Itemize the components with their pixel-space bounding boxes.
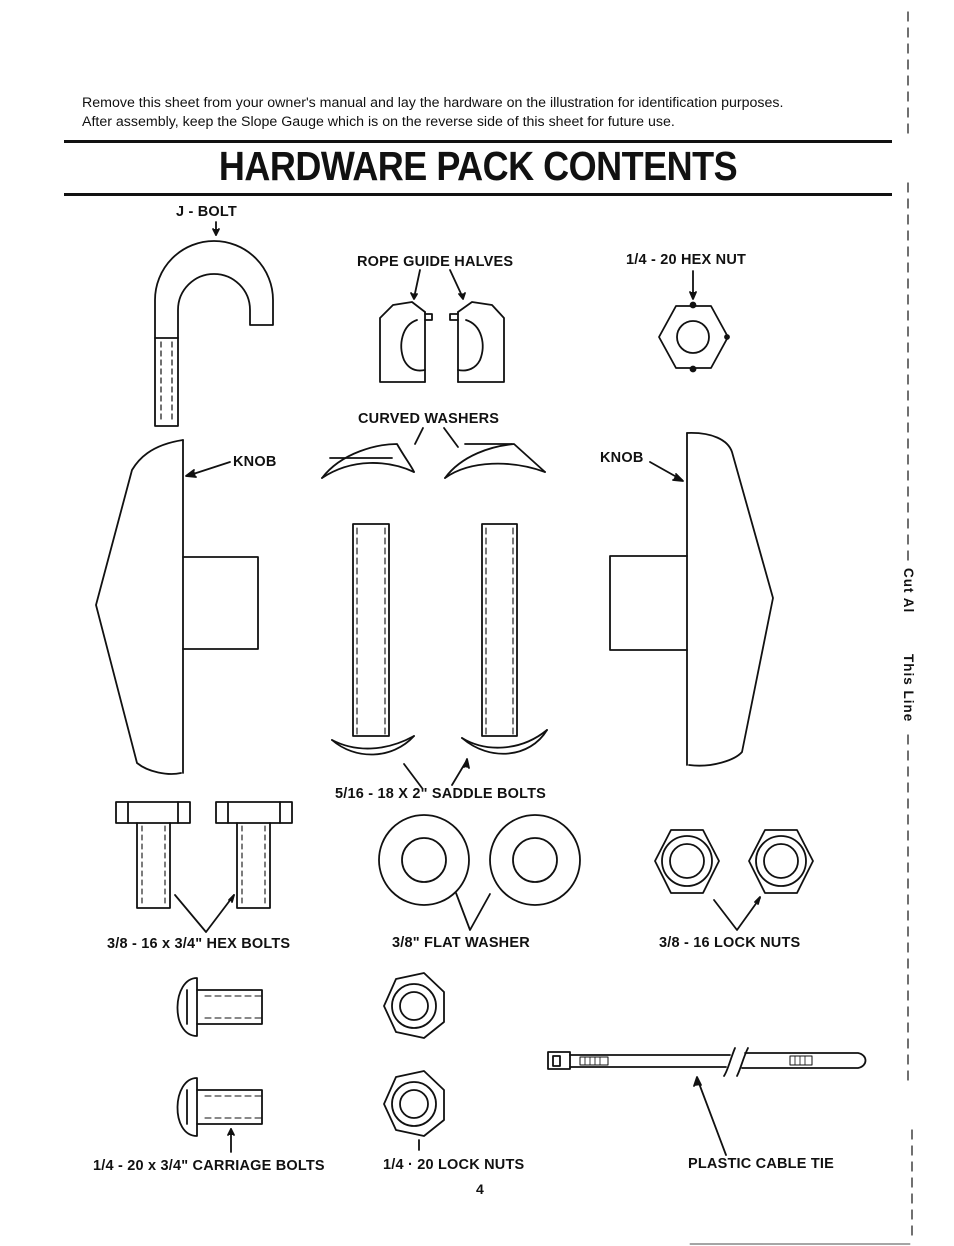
- rope-guide-halves-illustration: [379, 269, 505, 383]
- label-knob-right: KNOB: [600, 450, 644, 466]
- j-bolt-illustration: [154, 221, 274, 427]
- cut-line: [689, 11, 913, 1245]
- intro-line-1: Remove this sheet from your owner's manu…: [82, 95, 784, 111]
- page-title: HARDWARE PACK CONTENTS: [218, 143, 738, 189]
- label-knob-left: KNOB: [233, 454, 277, 470]
- label-curved-washers: CURVED WASHERS: [358, 411, 500, 427]
- page-number: 4: [476, 1181, 484, 1197]
- label-lock-nuts-14: 1/4 · 20 LOCK NUTS: [383, 1157, 525, 1173]
- hex-nut-illustration: [658, 270, 730, 373]
- curved-washers-illustration: [321, 427, 546, 479]
- saddle-bolts-illustration: [331, 523, 548, 789]
- flat-washers-illustration: [378, 814, 581, 931]
- knob-left-illustration: [95, 439, 259, 775]
- cable-tie-illustration: [547, 1047, 867, 1156]
- carriage-bolts-illustration: [176, 977, 263, 1153]
- label-flat-washer: 3/8" FLAT WASHER: [392, 935, 530, 951]
- intro-line-2: After assembly, keep the Slope Gauge whi…: [82, 114, 675, 130]
- hex-bolts-illustration: [115, 801, 293, 933]
- label-carriage-bolts: 1/4 - 20 x 3/4" CARRIAGE BOLTS: [93, 1158, 325, 1174]
- label-rope-guide-halves: ROPE GUIDE HALVES: [357, 254, 514, 270]
- label-saddle-bolts: 5/16 - 18 X 2" SADDLE BOLTS: [335, 786, 547, 802]
- label-j-bolt: J - BOLT: [176, 204, 237, 220]
- label-hex-bolts: 3/8 - 16 x 3/4" HEX BOLTS: [107, 936, 291, 952]
- lock-nuts-38-illustration: [654, 829, 814, 931]
- knob-right-illustration: [609, 432, 774, 767]
- bottom-rule: [64, 193, 892, 196]
- top-rule: [64, 140, 892, 143]
- label-cable-tie: PLASTIC CABLE TIE: [688, 1156, 834, 1172]
- lock-nuts-14-illustration: [383, 972, 445, 1151]
- label-hex-nut: 1/4 - 20 HEX NUT: [626, 252, 747, 268]
- intro-text: Remove this sheet from your owner's manu…: [82, 94, 892, 132]
- label-lock-nuts-38: 3/8 - 16 LOCK NUTS: [659, 935, 801, 951]
